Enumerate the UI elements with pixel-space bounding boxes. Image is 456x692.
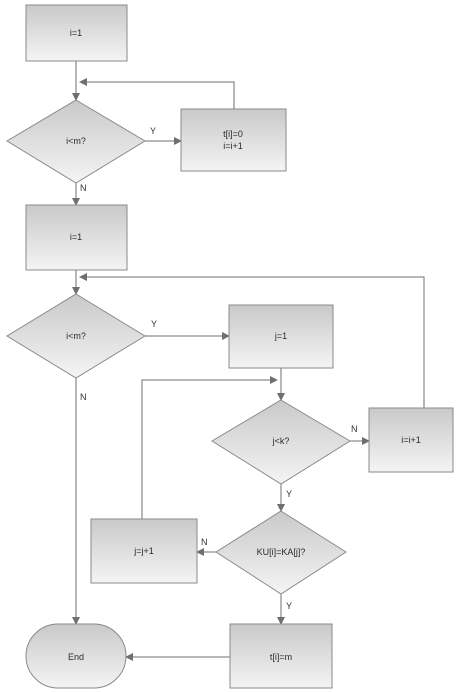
edge-label-y-ku: Y bbox=[286, 601, 292, 611]
inc-i-label: i=i+1 bbox=[401, 435, 421, 445]
process-box-inc-i: i=i+1 bbox=[368, 407, 454, 473]
edge-label-y-j: Y bbox=[286, 489, 292, 499]
decision-i-less-m-2-label: i<m? bbox=[66, 331, 86, 341]
edge-label-y1: Y bbox=[150, 126, 156, 136]
process-box-init-i-2: i=1 bbox=[25, 204, 128, 271]
edge-label-n-j: N bbox=[351, 424, 358, 434]
process-box-init-i: i=1 bbox=[25, 4, 128, 62]
edge-loop-3 bbox=[141, 376, 278, 519]
set-t-label-line2: i=i+1 bbox=[223, 141, 243, 151]
set-t-m-label: t[i]=m bbox=[270, 652, 292, 662]
edge-label-n-ku: N bbox=[201, 537, 208, 547]
decision-i-less-m: i<m? bbox=[6, 99, 146, 184]
set-t-label-line1: t[i]=0 bbox=[223, 129, 243, 139]
decision-ku-equals-ka-label: KU[i]=KA[j]? bbox=[257, 547, 306, 557]
edge-loop-1 bbox=[79, 78, 235, 109]
decision-ku-equals-ka: KU[i]=KA[j]? bbox=[215, 510, 347, 595]
init-i-2-label: i=1 bbox=[70, 232, 82, 242]
process-box-set-t: t[i]=0 i=i+1 bbox=[180, 108, 287, 172]
decision-j-less-k: j<k? bbox=[211, 399, 351, 485]
process-box-set-t-m: t[i]=m bbox=[229, 623, 333, 689]
edge-label-y2: Y bbox=[151, 319, 157, 329]
init-j-label: j=1 bbox=[274, 331, 287, 341]
terminator-end: End bbox=[25, 623, 127, 689]
process-box-inc-j: j=j+1 bbox=[90, 518, 198, 584]
edge-label-n1: N bbox=[80, 183, 87, 193]
edge-label-n2: N bbox=[80, 392, 87, 402]
end-label: End bbox=[68, 652, 84, 662]
connectors bbox=[72, 61, 425, 661]
decision-i-less-m-label: i<m? bbox=[66, 136, 86, 146]
init-i-label: i=1 bbox=[70, 28, 82, 38]
edge-loop-2 bbox=[79, 273, 425, 408]
edge-labels: Y N Y N N Y N Y bbox=[80, 126, 358, 611]
process-box-init-j: j=1 bbox=[228, 304, 334, 369]
decision-i-less-m-2: i<m? bbox=[6, 293, 146, 379]
decision-j-less-k-label: j<k? bbox=[272, 436, 290, 446]
inc-j-label: j=j+1 bbox=[133, 546, 154, 556]
